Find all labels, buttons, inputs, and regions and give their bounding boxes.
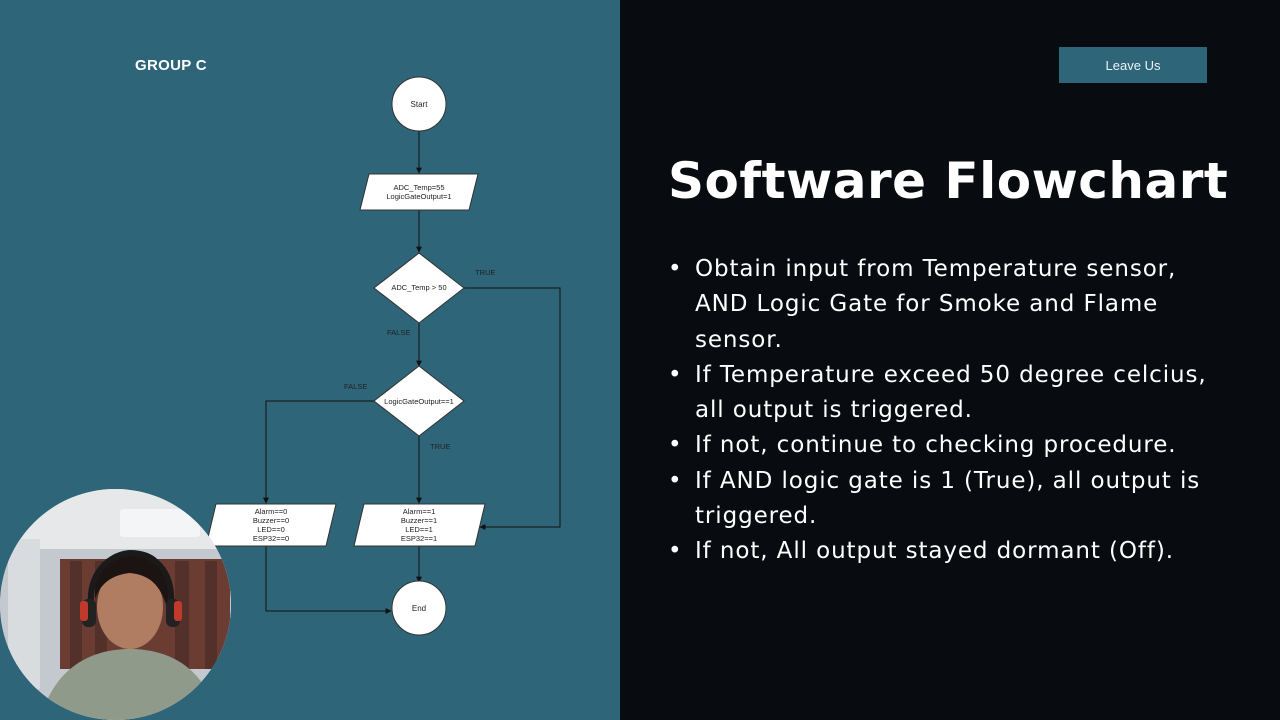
init-node: ADC_Temp=55 LogicGateOutput=1 bbox=[359, 173, 479, 211]
outputs-on-line: LED==1 bbox=[405, 525, 433, 534]
bullet-item: If not, continue to checking procedure. bbox=[668, 428, 1208, 464]
start-node: Start bbox=[391, 76, 447, 132]
slide-title: Software Flowchart bbox=[668, 152, 1229, 210]
end-node: End bbox=[391, 580, 447, 636]
outputs-on-line: ESP32==1 bbox=[401, 534, 437, 543]
init-line-2: LogicGateOutput=1 bbox=[386, 192, 451, 201]
bullet-item: Obtain input from Temperature sensor, AN… bbox=[668, 252, 1208, 358]
decision-temp-node: ADC_Temp > 50 bbox=[373, 252, 465, 324]
decision-temp-false-label: FALSE bbox=[387, 328, 410, 337]
outputs-on-line: Buzzer==1 bbox=[401, 516, 437, 525]
decision-logic-node: LogicGateOutput==1 bbox=[373, 365, 465, 437]
decision-logic-label: LogicGateOutput==1 bbox=[384, 397, 454, 406]
outputs-off-line: Buzzer==0 bbox=[253, 516, 289, 525]
outputs-off-line: Alarm==0 bbox=[255, 507, 288, 516]
outputs-off-node: Alarm==0 Buzzer==0 LED==0 ESP32==0 bbox=[205, 503, 337, 547]
outputs-off-line: LED==0 bbox=[257, 525, 285, 534]
init-line-1: ADC_Temp=55 bbox=[393, 183, 444, 192]
decision-temp-label: ADC_Temp > 50 bbox=[391, 283, 446, 292]
bullet-item: If AND logic gate is 1 (True), all outpu… bbox=[668, 464, 1208, 535]
outputs-on-node: Alarm==1 Buzzer==1 LED==1 ESP32==1 bbox=[353, 503, 486, 547]
bullet-list: Obtain input from Temperature sensor, AN… bbox=[668, 252, 1208, 570]
software-flowchart: Start ADC_Temp=55 LogicGateOutput=1 ADC_… bbox=[205, 76, 561, 636]
bullet-item: If Temperature exceed 50 degree celcius,… bbox=[668, 358, 1208, 429]
participant-video-icon bbox=[0, 489, 231, 720]
group-label: GROUP C bbox=[135, 57, 207, 74]
bullet-item: If not, All output stayed dormant (Off). bbox=[668, 534, 1208, 570]
decision-temp-true-label: TRUE bbox=[475, 268, 495, 277]
end-label: End bbox=[412, 604, 426, 613]
start-label: Start bbox=[411, 100, 429, 109]
decision-logic-false-label: FALSE bbox=[344, 382, 367, 391]
flow-connectors bbox=[263, 131, 561, 614]
outputs-on-line: Alarm==1 bbox=[403, 507, 436, 516]
outputs-off-line: ESP32==0 bbox=[253, 534, 289, 543]
webcam-bubble bbox=[0, 489, 231, 720]
decision-logic-true-label: TRUE bbox=[430, 442, 450, 451]
leave-button[interactable]: Leave Us bbox=[1059, 47, 1207, 83]
